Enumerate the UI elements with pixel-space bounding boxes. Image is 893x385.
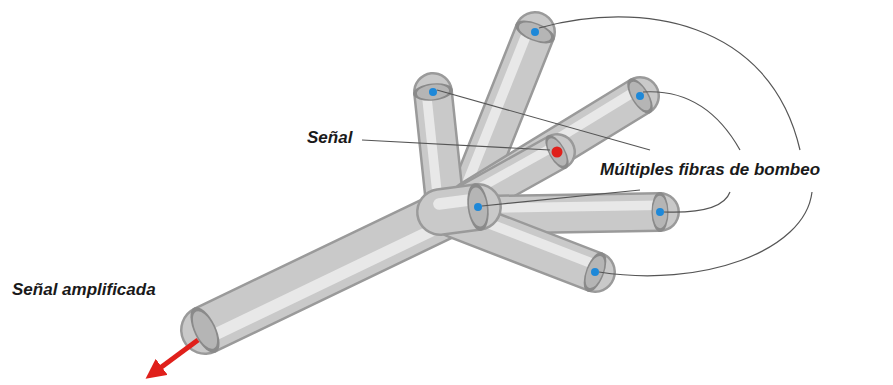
leader-line bbox=[643, 92, 740, 150]
leader-line bbox=[437, 90, 650, 150]
output-arrow bbox=[152, 340, 198, 374]
pump-fibers-label: Múltiples fibras de bombeo bbox=[598, 160, 822, 180]
pump-fiber bbox=[439, 182, 491, 232]
output-label: Señal amplificada bbox=[10, 280, 158, 300]
leader-line bbox=[362, 140, 550, 150]
signal-label: Señal bbox=[305, 128, 354, 148]
output-fiber bbox=[184, 210, 458, 357]
leader-line bbox=[664, 192, 730, 212]
leader-line bbox=[599, 192, 812, 276]
leader-line bbox=[482, 190, 640, 206]
